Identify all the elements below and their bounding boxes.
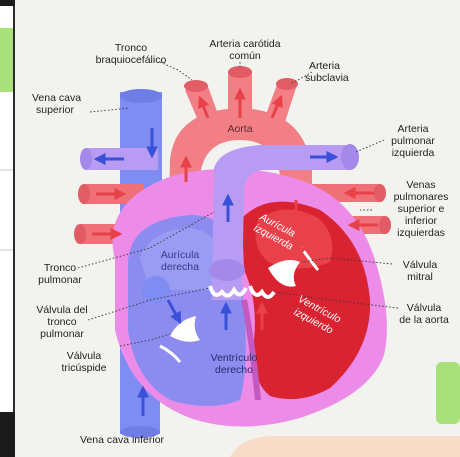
- label-aorta: Aorta: [227, 123, 252, 135]
- label-arteria-carotida-1: Arteria carótida: [209, 38, 280, 50]
- label-venas-pulmonares-1: Venas: [406, 179, 435, 191]
- left-panel-bottom-band: [0, 412, 15, 457]
- label-valvula-tricuspide-2: tricúspide: [62, 362, 107, 374]
- label-arteria-pulmonar-izq-2: pulmonar: [391, 135, 435, 147]
- pulmonary-valve-base: [209, 259, 245, 281]
- bottom-right-peach-box: [230, 436, 460, 457]
- vena-cava-superior-top: [120, 89, 162, 103]
- label-auricula-derecha-1: Aurícula: [161, 249, 200, 261]
- left-panel-green-bar: [0, 28, 13, 92]
- label-valvula-mitral-2: mitral: [407, 271, 433, 283]
- label-valvula-aorta-2: de la aorta: [399, 314, 449, 326]
- label-arteria-subclavia-1: Arteria: [309, 60, 340, 72]
- label-valvula-tricuspide-1: Válvula: [67, 350, 102, 362]
- label-valvula-tronco-pulmonar-1: Válvula del: [36, 304, 87, 316]
- label-vena-cava-superior-2: superior: [36, 104, 74, 116]
- right-pulmonary-artery-end: [80, 148, 92, 170]
- subclavian-top: [276, 78, 298, 90]
- label-venas-pulmonares-5: izquierdas: [397, 227, 445, 239]
- coronary-sinus: [142, 276, 170, 304]
- label-tronco-braquiocefalico-2: braquiocefálico: [96, 54, 167, 66]
- label-tronco-pulmonar-1: Tronco: [44, 262, 76, 274]
- label-valvula-mitral-1: Válvula: [403, 259, 438, 271]
- label-vena-cava-inferior: Vena cava inferior: [80, 434, 165, 446]
- label-arteria-subclavia-2: subclavia: [305, 72, 349, 84]
- label-ventriculo-derecho-1: Ventrículo: [211, 352, 258, 364]
- right-green-button[interactable]: [436, 362, 460, 424]
- left-panel-top-band: [0, 0, 15, 6]
- left-pulmonary-vein-2-end: [379, 216, 391, 234]
- label-venas-pulmonares-2: pulmonares: [394, 191, 449, 203]
- label-tronco-braquiocefalico-1: Tronco: [115, 42, 147, 54]
- left-panel-border: [13, 0, 15, 457]
- label-arteria-pulmonar-izq-3: izquierda: [392, 147, 435, 159]
- label-valvula-tronco-pulmonar-3: pulmonar: [40, 328, 84, 340]
- brachiocephalic-top: [184, 80, 208, 92]
- label-venas-pulmonares-3: superior e: [398, 203, 445, 215]
- right-pulmonary-vein-upper-end: [78, 184, 90, 204]
- common-carotid-top: [228, 66, 252, 78]
- right-pulmonary-vein-lower-end: [74, 224, 86, 244]
- label-vena-cava-superior-1: Vena cava: [32, 92, 81, 104]
- label-auricula-derecha-2: derecha: [161, 261, 199, 273]
- label-arteria-pulmonar-izq-1: Arteria: [398, 123, 429, 135]
- left-pulmonary-artery-end: [341, 144, 359, 170]
- label-valvula-tronco-pulmonar-2: tronco: [47, 316, 76, 328]
- label-tronco-pulmonar-2: pulmonar: [38, 274, 82, 286]
- label-venas-pulmonares-4: inferior: [405, 215, 438, 227]
- left-pulmonary-vein-1-end: [374, 184, 386, 202]
- label-arteria-carotida-2: común: [229, 50, 261, 62]
- leader-arteria-pulmonar-izq: [356, 140, 384, 152]
- label-ventriculo-derecho-2: derecho: [215, 364, 253, 376]
- label-valvula-aorta-1: Válvula: [407, 302, 442, 314]
